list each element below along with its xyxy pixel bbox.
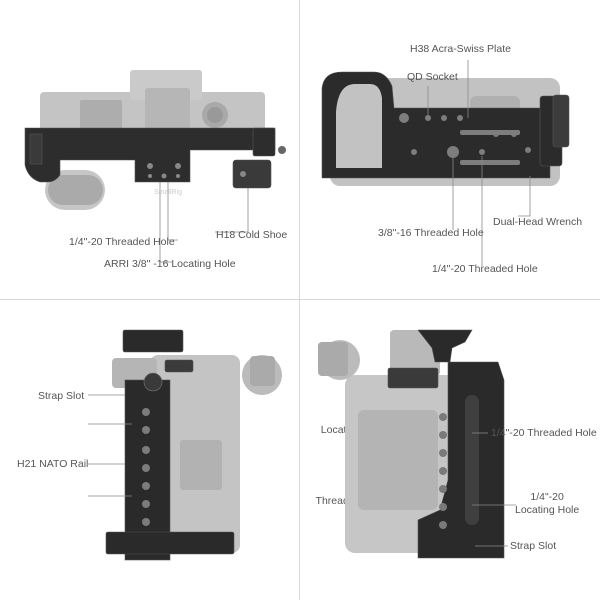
cage-holes-top [147, 146, 286, 179]
horizontal-divider [0, 299, 600, 300]
panel-top-view [24, 70, 286, 263]
vertical-divider [299, 0, 300, 600]
cage-holes-right [439, 395, 479, 529]
leader-lines-bottom-left [88, 394, 132, 497]
cage-holes-bottom [399, 113, 531, 165]
cage-top [24, 127, 276, 189]
label-cold-shoe: H18 Cold Shoe [216, 229, 288, 241]
label-strap-slot-br: Strap Slot [510, 540, 557, 552]
label-dual-wrench: Dual-Head Wrench [493, 216, 583, 228]
panel-left-side-view [88, 329, 282, 561]
panel-right-side-view [318, 329, 516, 559]
camera-body-left [112, 355, 282, 553]
panel-bottom-view [321, 60, 570, 266]
cage-holes-left [142, 408, 150, 526]
label-strap-slot-bl: Strap Slot [38, 390, 85, 402]
camera-body-top [40, 70, 265, 210]
label-arri-hole: ARRI 3/8" -16 Locating Hole [104, 258, 236, 270]
label-threaded-hole-br: 1/4"-20 Threaded Hole [491, 427, 597, 439]
label-nato-rail: H21 NATO Rail [17, 458, 89, 470]
label-locating-hole-br: 1/4"-20 Locating Hole [515, 491, 580, 516]
label-acra-plate: H38 Acra-Swiss Plate [410, 43, 511, 55]
label-threaded-38: 3/8"-16 Threaded Hole [378, 227, 484, 239]
cage-right [387, 329, 505, 559]
leader-lines-bottom-right [472, 432, 516, 547]
label-threaded-14-tr: 1/4"-20 Threaded Hole [432, 263, 538, 275]
grip-cutout [336, 84, 382, 168]
brand-engraving: SmallRig [154, 189, 183, 196]
leader-lines-top-right [427, 60, 531, 266]
cage-knob [143, 372, 163, 392]
label-qd-socket: QD Socket [407, 71, 458, 83]
leader-lines-top-left [159, 182, 249, 263]
label-threaded-hole-tl: 1/4"-20 Threaded Hole [69, 236, 175, 248]
